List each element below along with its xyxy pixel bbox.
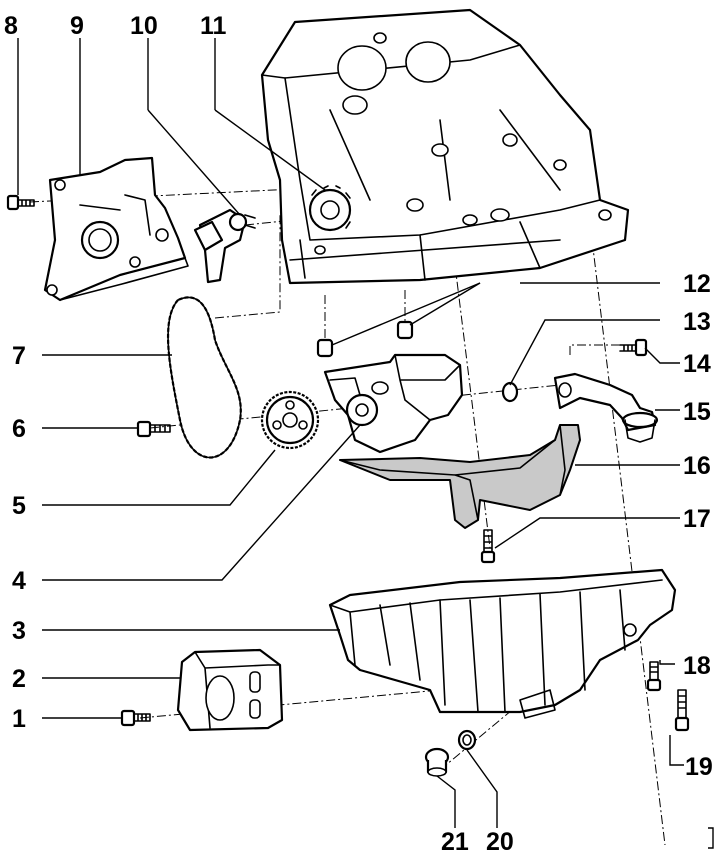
chain-tensioner <box>193 208 256 284</box>
oil-pump <box>323 353 464 454</box>
leader-lines <box>17 38 684 828</box>
callout-12: 12 <box>683 270 711 298</box>
bolt-1 <box>120 709 151 727</box>
drain-plug-seal <box>457 729 477 751</box>
callout-7: 7 <box>12 342 26 370</box>
corner-mark <box>708 827 714 849</box>
callout-1: 1 <box>12 705 26 733</box>
bolt-6 <box>136 420 171 438</box>
front-cover <box>43 156 189 302</box>
callout-15: 15 <box>683 398 711 426</box>
baffle-plate <box>339 424 581 529</box>
callout-20: 20 <box>486 828 514 852</box>
timing-chain <box>166 296 242 459</box>
cylinder-block <box>260 8 630 285</box>
bolt-17 <box>480 529 496 564</box>
intake-pipe <box>553 372 659 443</box>
bolt-18 <box>646 661 662 692</box>
callout-4: 4 <box>12 567 26 595</box>
callout-18: 18 <box>683 652 711 680</box>
callout-10: 10 <box>130 12 158 40</box>
bolt-8 <box>6 194 35 211</box>
drain-plug <box>424 747 450 777</box>
callout-17: 17 <box>683 505 711 533</box>
callout-13: 13 <box>683 308 711 336</box>
callout-14: 14 <box>683 350 711 378</box>
dowel-sleeves <box>316 320 414 358</box>
callout-3: 3 <box>12 617 26 645</box>
callout-21: 21 <box>441 828 469 852</box>
o-ring <box>501 381 519 403</box>
callout-16: 16 <box>683 452 711 480</box>
callout-9: 9 <box>70 12 84 40</box>
callout-5: 5 <box>12 492 26 520</box>
bolt-19 <box>674 689 690 732</box>
oil-pan <box>328 568 677 719</box>
callout-labels: 8 9 10 11 12 13 14 15 16 17 18 19 7 6 5 … <box>4 12 713 852</box>
oil-pump-sprocket <box>260 390 320 450</box>
callout-2: 2 <box>12 665 26 693</box>
callout-11: 11 <box>200 12 227 40</box>
callout-6: 6 <box>12 415 26 443</box>
callout-19: 19 <box>685 753 713 781</box>
bracket <box>176 648 284 732</box>
bolt-14 <box>619 338 648 357</box>
callout-8: 8 <box>4 12 18 40</box>
